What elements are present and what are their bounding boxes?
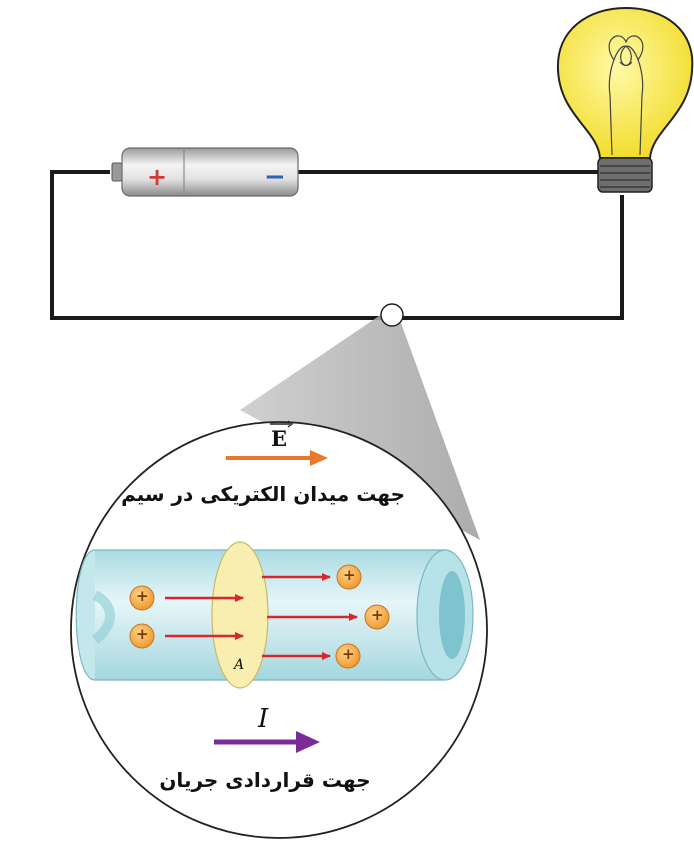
field-symbol: E: [271, 426, 288, 451]
charge-sign: +: [136, 625, 149, 643]
magnifier-spot: [380, 303, 404, 327]
battery: [111, 147, 299, 197]
wire-segment: [75, 549, 474, 681]
positive-charge: [129, 585, 155, 611]
charge-arrows: [165, 573, 358, 660]
positive-charge: [364, 604, 390, 630]
charge-sign: +: [343, 566, 356, 584]
circuit-wire: [50, 170, 624, 320]
light-bulb: [556, 6, 694, 193]
field-caption: جهت میدان الکتریکی در سیم: [121, 482, 405, 506]
current-caption: جهت قراردادی جریان: [159, 768, 371, 792]
charge-sign: +: [342, 645, 355, 663]
charges: [129, 564, 390, 669]
battery-negative-sign: −: [264, 162, 286, 192]
positive-charge: [335, 643, 361, 669]
bulb-filament: [608, 35, 644, 156]
positive-charge: [336, 564, 362, 590]
charge-sign: +: [136, 587, 149, 605]
current-symbol: I: [258, 704, 269, 734]
battery-positive-sign: +: [147, 163, 168, 191]
cross-section-A: [211, 541, 269, 689]
cross-section-label: A: [234, 657, 245, 673]
charge-sign: +: [371, 606, 384, 624]
positive-charge: [129, 623, 155, 649]
